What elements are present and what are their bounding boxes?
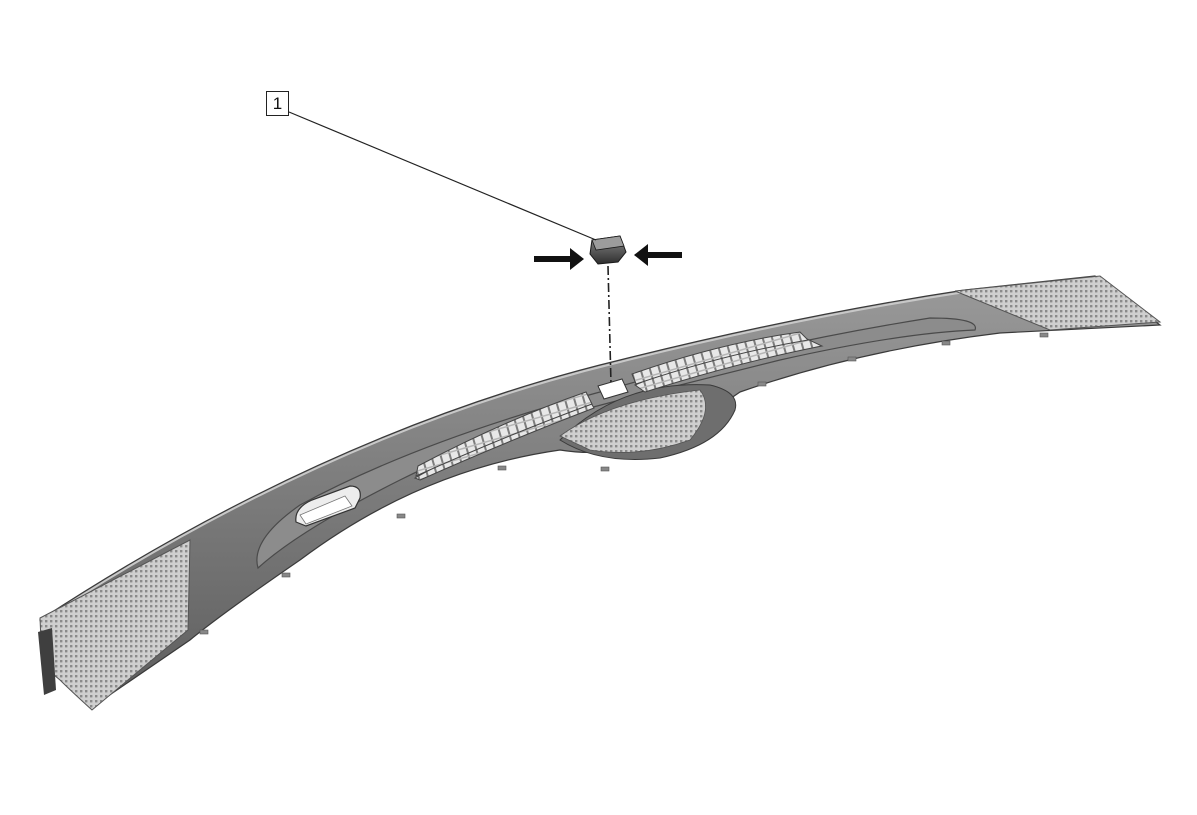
- mounting-clips: [199, 332, 1049, 635]
- solar-sensor-part: [589, 235, 627, 265]
- right-speaker-mesh: [954, 275, 1162, 331]
- center-speaker-mesh: [559, 389, 707, 453]
- panel-body: [39, 275, 1162, 706]
- left-defroster-grille-upper: [415, 391, 593, 477]
- press-arrow-left-icon: [534, 248, 584, 270]
- press-arrow-right-icon: [634, 244, 682, 266]
- right-defroster-grille-upper: [631, 331, 810, 385]
- installation-guide-line: [607, 265, 612, 385]
- dashboard-upper-panel: [38, 275, 1162, 711]
- sensor-top-face: [591, 235, 625, 251]
- callout-label-1: 1: [266, 91, 289, 116]
- panel-top-edge: [39, 277, 1096, 623]
- left-end-bracket: [38, 628, 56, 695]
- left-speaker-mesh: [39, 539, 191, 711]
- sensor-mounting-hole: [597, 378, 629, 400]
- left-switch-inner: [299, 495, 353, 525]
- callout-leader-line: [288, 111, 597, 241]
